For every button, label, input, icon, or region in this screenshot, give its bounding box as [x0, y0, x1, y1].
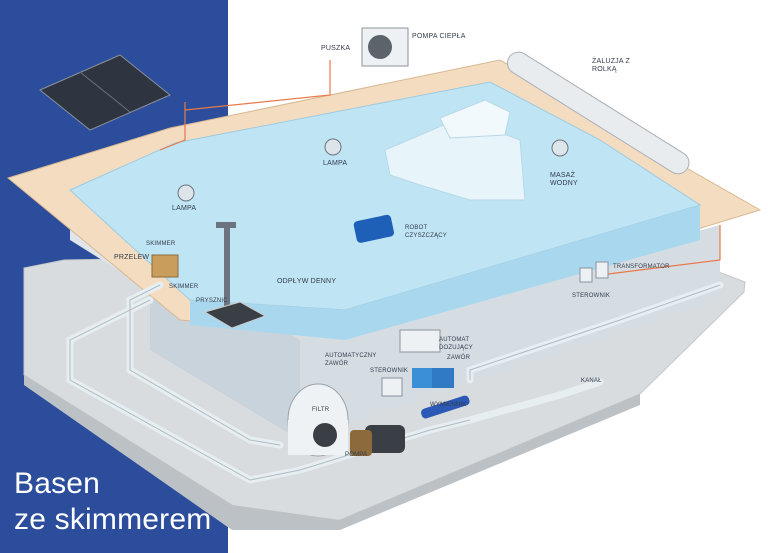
- ground-lower: [24, 375, 640, 530]
- label-automatyczny-zawor: AUTOMATYCZNY ZAWÓR: [325, 353, 377, 367]
- dosing-unit: [399, 329, 441, 353]
- title-line-2: ze skimmerem: [14, 503, 212, 536]
- pump: [365, 425, 405, 453]
- label-sterownik-2: STEROWNIK: [370, 368, 409, 374]
- shower: [224, 225, 230, 310]
- diagram-title: Basen ze skimmerem: [14, 466, 211, 538]
- label-prysznic: PRYSZNIC: [196, 298, 228, 304]
- label-odplyw: ODPŁYW DENNY: [277, 278, 337, 285]
- label-skimmer-2: SKIMMER: [169, 284, 199, 290]
- label-skimmer: SKIMMER: [146, 241, 176, 247]
- label-zawor: ZAWÓR: [447, 355, 471, 361]
- label-automat: AUTOMAT DOZUJĄCY: [439, 337, 473, 351]
- title-line-1: Basen: [14, 467, 101, 500]
- lamp-2: [324, 138, 342, 156]
- label-transformator: TRANSFORMATOR: [613, 264, 670, 270]
- steps-2: [439, 99, 511, 139]
- wire-solar: [159, 102, 186, 151]
- lamp-1: [177, 184, 195, 202]
- label-lampa-1: LAMPA: [172, 205, 197, 212]
- controller: [381, 377, 403, 397]
- robot: [353, 214, 394, 243]
- transformer-box: [579, 267, 593, 283]
- label-wymiennik: WYMIENNIK: [430, 402, 467, 408]
- roller-cover: [506, 51, 690, 175]
- label-masaz: MASAŻ WODNY: [550, 172, 578, 187]
- wire-transformer: [599, 225, 721, 276]
- shower-tray: [203, 301, 267, 329]
- wire-heat: [184, 60, 331, 111]
- heat-exchanger: [421, 395, 470, 419]
- skimmer-box: [151, 254, 179, 278]
- label-kanal: KANAŁ: [581, 378, 602, 384]
- label-pompa-ciepla: POMPA CIEPŁA: [412, 33, 466, 40]
- label-filtr: FILTR: [312, 407, 330, 413]
- label-zaluzja: ŻALUZJA Z ROLKĄ: [592, 58, 630, 73]
- label-robot: ROBOT CZYSZCZĄCY: [405, 225, 448, 239]
- massage-jet: [551, 139, 569, 157]
- pool-wall-right: [300, 225, 720, 440]
- label-lampa-2: LAMPA: [323, 160, 348, 167]
- label-puszka: PUSZKA: [321, 45, 351, 52]
- pipes-outline: [69, 284, 721, 481]
- water-deep: [190, 205, 700, 340]
- label-sterownik-1: STEROWNIK: [572, 293, 611, 299]
- label-przelew: PRZELEW: [114, 254, 150, 261]
- label-pompa: POMPA: [345, 452, 368, 458]
